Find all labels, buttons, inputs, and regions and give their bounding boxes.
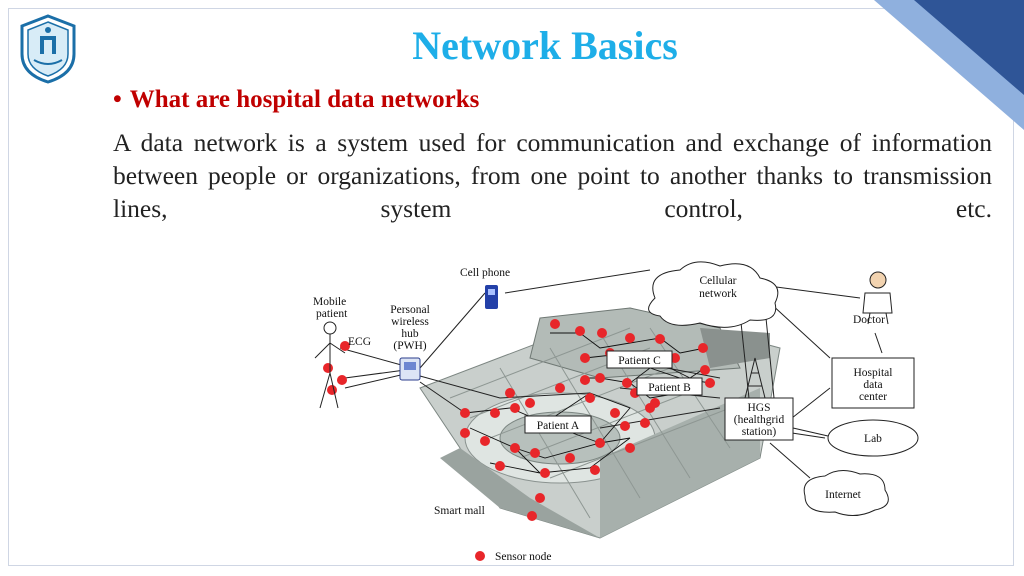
network-diagram: Patient C Patient B Patient A Mobile pat… [313, 261, 919, 563]
university-logo [20, 14, 76, 84]
network-links [339, 269, 883, 479]
legend: Sensor node [475, 551, 552, 563]
doctor-figure [862, 271, 893, 325]
body-paragraph: A data network is a system used for comm… [113, 128, 992, 223]
svg-text:Personal: Personal [390, 304, 430, 316]
lab-ellipse: Lab [827, 419, 919, 457]
svg-text:Patient A: Patient A [537, 420, 580, 432]
svg-text:Sensor node: Sensor node [495, 551, 552, 563]
corner-decoration [874, 0, 1024, 130]
svg-text:station): station) [742, 426, 777, 438]
svg-text:patient: patient [316, 308, 348, 320]
svg-text:Cell phone: Cell phone [460, 267, 510, 279]
svg-text:Mobile: Mobile [313, 296, 346, 308]
svg-text:Internet: Internet [825, 489, 862, 501]
svg-text:ECG: ECG [348, 336, 371, 348]
svg-text:(healthgrid: (healthgrid [734, 414, 785, 426]
cellular-network-cloud: Cellular network [648, 261, 779, 328]
pwh-device-icon [399, 357, 421, 381]
patient-a-label: Patient A [524, 415, 592, 434]
svg-text:network: network [699, 288, 737, 300]
svg-text:(PWH): (PWH) [393, 340, 426, 352]
svg-text:data: data [863, 379, 882, 391]
svg-text:Lab: Lab [864, 433, 882, 445]
svg-text:HGS: HGS [747, 402, 770, 414]
slide-frame [8, 8, 1014, 566]
bullet-dot: • [113, 86, 122, 113]
slide-title: Network Basics [412, 23, 678, 68]
svg-text:wireless: wireless [391, 316, 429, 328]
mobile-patient-figure [314, 321, 346, 409]
svg-text:Smart mall: Smart mall [434, 505, 485, 517]
bullet-text: What are hospital data networks [129, 86, 480, 113]
hgs-tower-icon [744, 357, 766, 399]
patient-c-label: Patient C [606, 350, 673, 369]
hgs-box: HGS (healthgrid station) [724, 397, 794, 441]
cell-phone-icon [485, 285, 498, 309]
svg-text:Patient C: Patient C [618, 355, 661, 367]
hospital-data-center-box: Hospital data center [831, 357, 915, 409]
svg-text:center: center [859, 391, 887, 403]
patient-b-label: Patient B [636, 377, 703, 396]
svg-text:Hospital: Hospital [854, 367, 893, 379]
legend-sensor-marker [475, 551, 485, 561]
bullet-heading: • What are hospital data networks [113, 86, 479, 114]
svg-text:Cellular: Cellular [699, 275, 736, 287]
svg-text:hub: hub [401, 328, 419, 340]
svg-text:Patient B: Patient B [648, 382, 691, 394]
svg-text:Doctor: Doctor [853, 314, 885, 326]
internet-cloud: Internet [803, 470, 889, 516]
